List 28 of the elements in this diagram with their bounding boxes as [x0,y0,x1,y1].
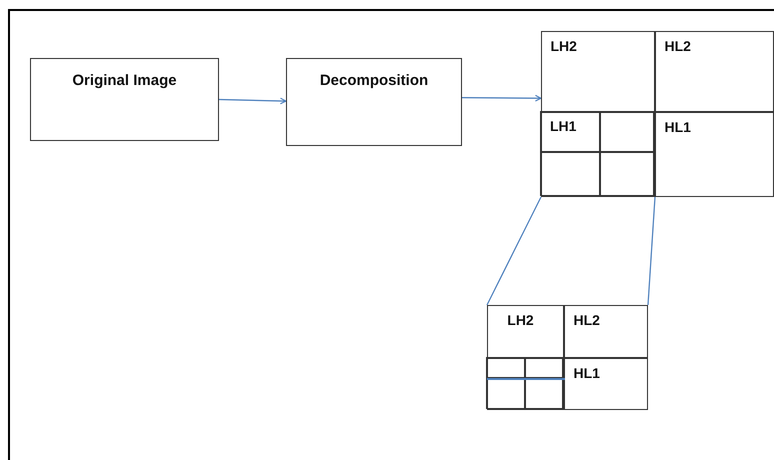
subband-cell [564,358,648,410]
node-label: Decomposition [320,72,428,89]
subband-cell [564,304,648,358]
subband-grid [540,112,654,196]
node-label: LH2 [550,38,577,54]
node-label: HL1 [664,118,691,134]
node-label: LH2 [507,312,534,328]
node-label: LH1 [550,118,576,134]
subband-cell [654,112,774,196]
process-box [30,58,219,141]
empty-cell [525,357,563,378]
zoom-line [486,196,542,306]
node-label: HL1 [574,364,600,380]
arrow [218,98,287,104]
empty-cell [540,152,600,196]
empty-cell [600,152,654,196]
zoom-line [647,196,656,306]
subband-grid [541,31,774,197]
subband-cell [654,30,774,112]
node-label: HL2 [664,38,691,54]
empty-cell [486,357,525,378]
node-label: HL2 [574,312,600,328]
arrow [462,94,542,102]
process-box [286,58,462,146]
empty-cell [600,111,654,152]
node-label: Original Image [72,72,177,89]
subband-cell [540,111,600,152]
subband-grid [487,305,648,410]
